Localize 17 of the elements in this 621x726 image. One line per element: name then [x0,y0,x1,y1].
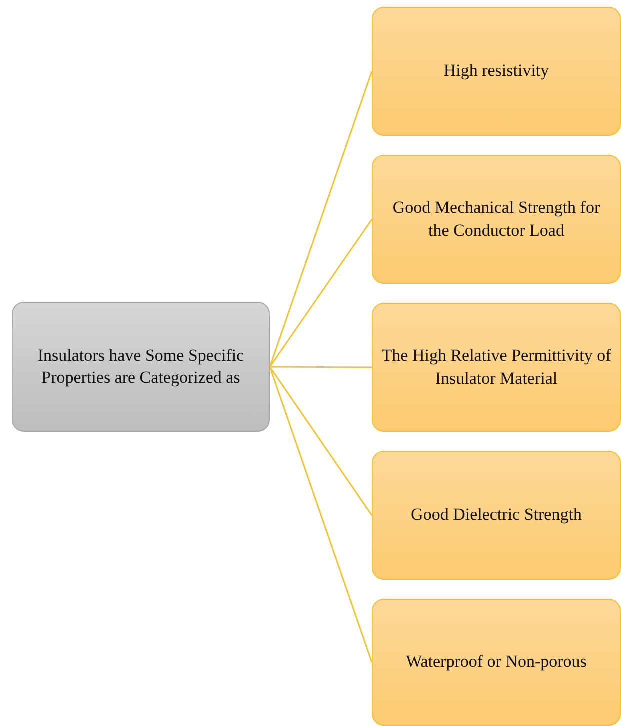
property-box [372,599,621,726]
node-text: Good Dielectric Strength [411,504,582,526]
node-text: Good Mechanical Strength for the Conductor Load [392,197,602,242]
property-box [372,155,621,284]
connector-line [269,366,373,516]
topic-box [12,302,270,432]
node-text: High resistivity [444,60,550,82]
connector-line [269,219,373,368]
node-text: Waterproof or Non-porous [406,651,587,674]
property-box [372,451,621,580]
node-text: Insulators have Some Specific Properties are Categorized as [36,344,246,389]
node-text: The High Relative Permittivity of Insulator Material [381,345,612,390]
connector-line [269,71,373,368]
connector-line [270,366,372,368]
connector-line [269,366,373,663]
property-box [372,7,621,136]
property-box [372,303,621,432]
